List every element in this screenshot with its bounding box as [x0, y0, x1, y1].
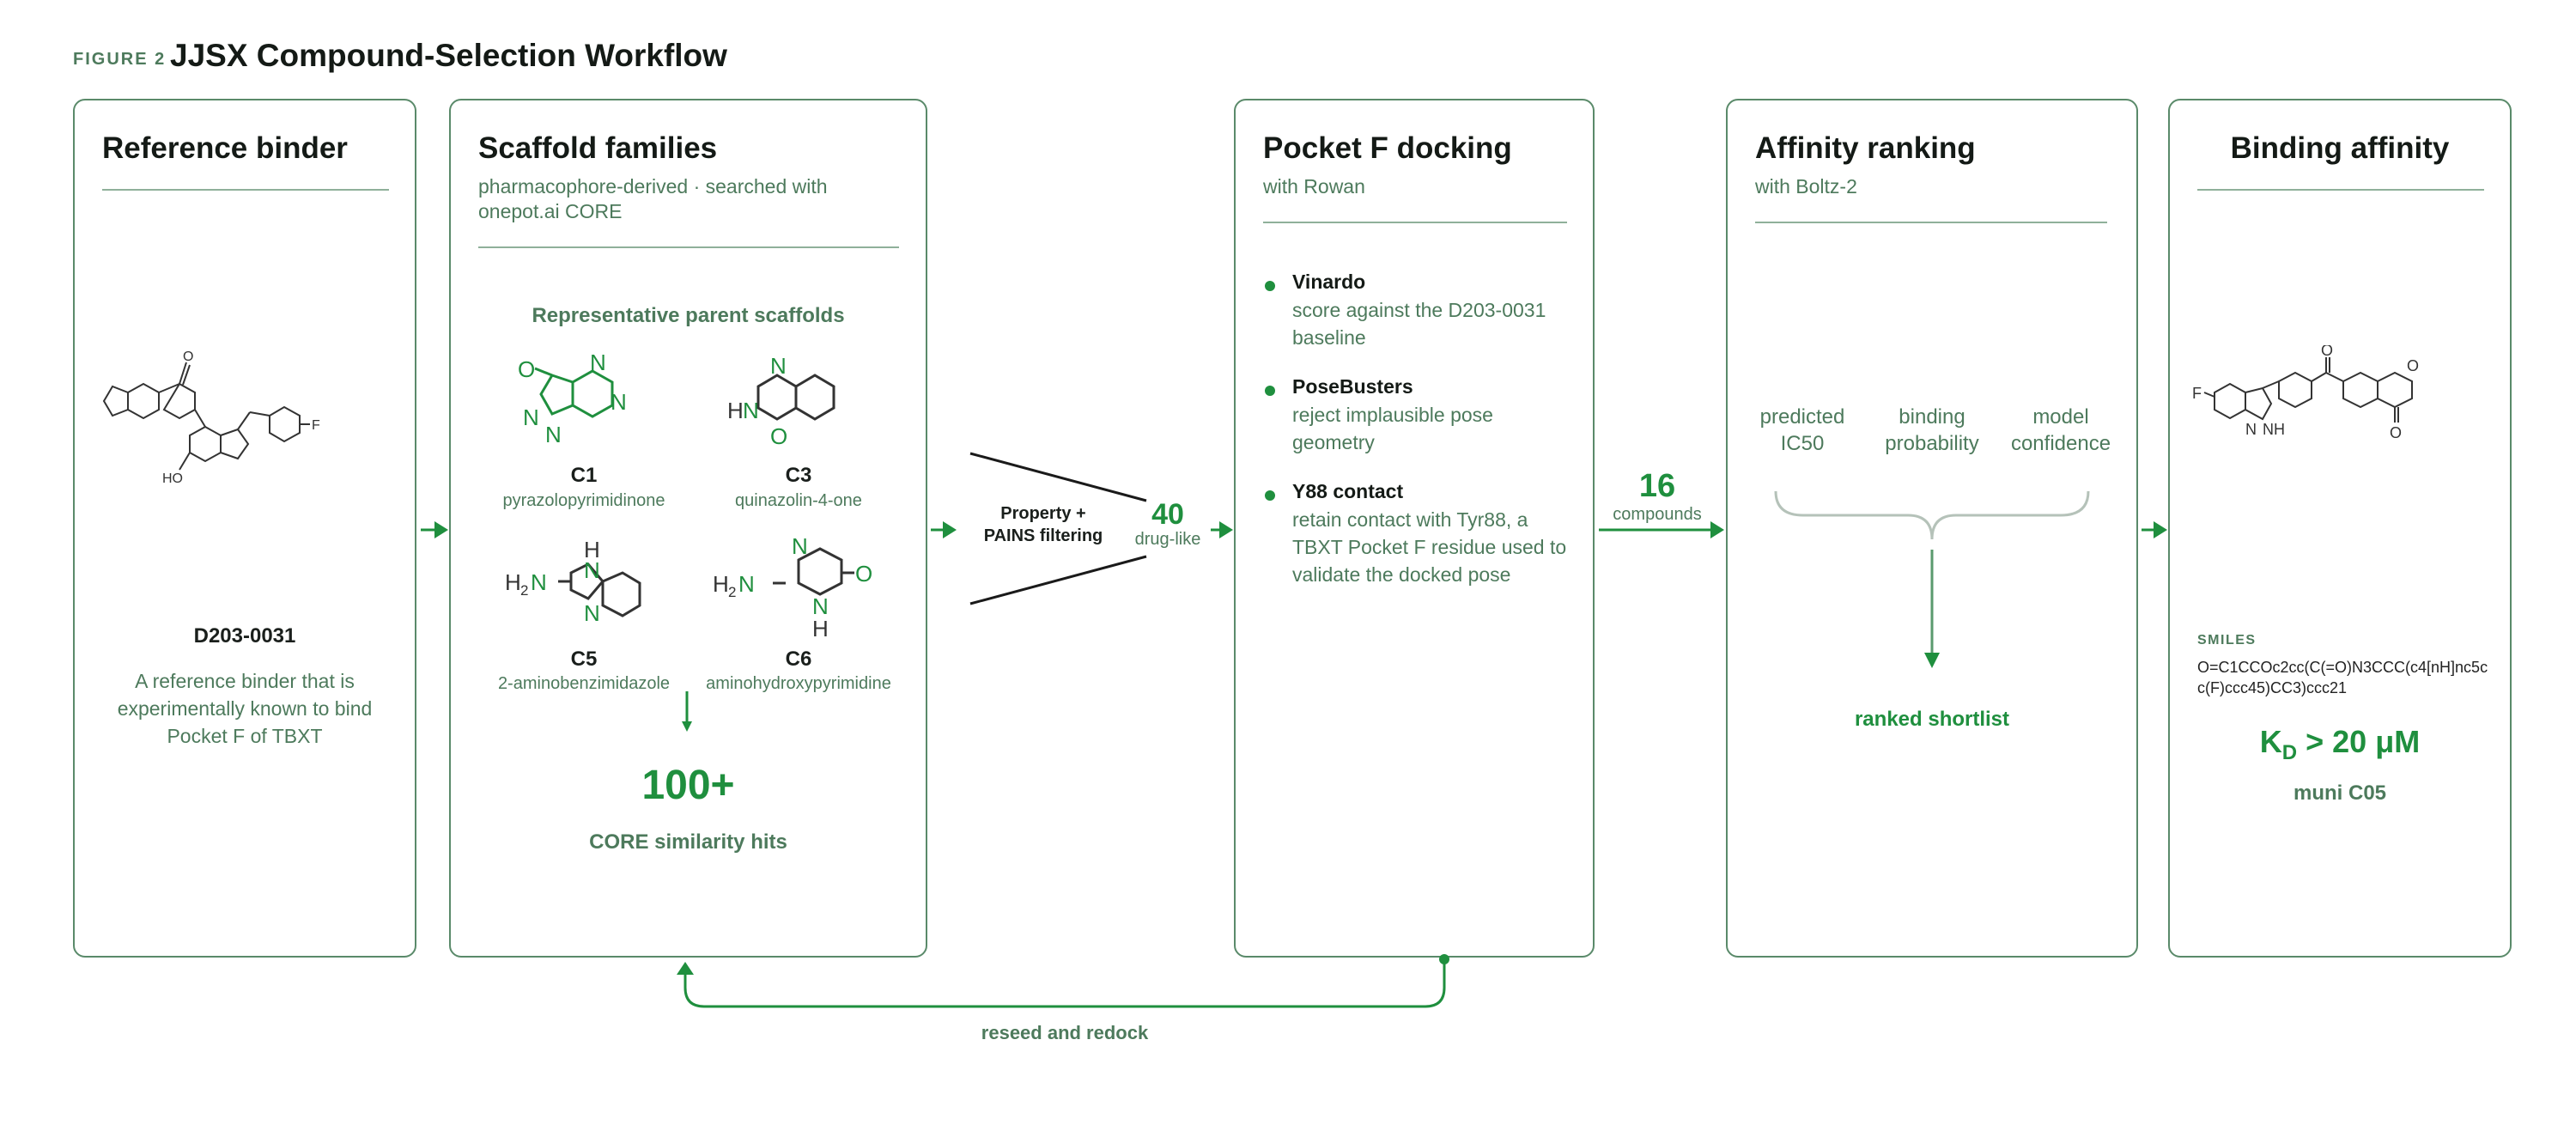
panel-title: Pocket F docking	[1263, 131, 1512, 165]
scaffolds-section-label: Representative parent scaffolds	[532, 304, 845, 327]
hydroxyl-label: HO	[162, 471, 183, 486]
kd-value: KD > 20 μM	[2170, 724, 2510, 765]
svg-text:N: N	[545, 422, 562, 447]
svg-text:N: N	[812, 593, 829, 619]
fluorine-label: F	[312, 418, 320, 433]
step-desc: retain contact with Tyr88, a TBXT Pocket…	[1292, 508, 1567, 586]
o-carbonyl-label: O	[2321, 345, 2333, 359]
scaffold-c6-structure: N N H O H 2 N	[713, 533, 872, 642]
hits-label: CORE similarity hits	[589, 830, 787, 854]
step-title: PoseBusters	[1292, 375, 1413, 398]
svg-text:H: H	[584, 538, 600, 562]
figure-title: JJSX Compound-Selection Workflow	[170, 38, 727, 73]
step-bullet	[1265, 281, 1275, 291]
svg-text:N: N	[584, 557, 600, 583]
filter-count-label: drug-like	[1134, 530, 1201, 549]
step-title: Vinardo	[1292, 271, 1366, 293]
divider	[478, 246, 899, 248]
scaffold-c5-name: 2-aminobenzimidazole	[497, 674, 671, 693]
divider	[102, 189, 389, 191]
panel-subtitle: with Rowan	[1263, 175, 1365, 198]
kd-number: > 20 μM	[2306, 724, 2421, 759]
transfer-count: 16	[1638, 468, 1676, 504]
svg-text:N: N	[590, 350, 606, 375]
svg-text:2: 2	[728, 584, 736, 600]
divider	[2197, 189, 2484, 191]
svg-text:H: H	[812, 616, 829, 642]
ranked-shortlist: ranked shortlist	[1854, 708, 2010, 731]
panel-subtitle: with Boltz-2	[1755, 175, 1857, 198]
panel-title: Scaffold families	[478, 131, 718, 165]
step-bullet	[1265, 490, 1275, 501]
metric-predicted-ic50: predicted IC50	[1759, 405, 1845, 455]
reference-binder-molecule: HO F O	[102, 350, 320, 486]
f-label: F	[2192, 385, 2202, 402]
divider	[1755, 222, 2107, 223]
panel-pocket-f-docking: Pocket F docking with Rowan Vinardo scor…	[1234, 99, 1595, 958]
nh-label: NH	[2263, 421, 2285, 438]
filter-label: Property + PAINS filtering	[983, 504, 1103, 545]
svg-text:N: N	[738, 571, 755, 597]
smiles-label: SMILES	[2197, 633, 2257, 648]
step-bullet	[1265, 386, 1275, 396]
compound-name: muni C05	[2293, 781, 2387, 805]
svg-text:N: N	[584, 600, 600, 626]
svg-text:N: N	[792, 533, 808, 559]
panel-binding-affinity: Binding affinity F N NH O O O SMILES O=C…	[2168, 99, 2512, 958]
panel-scaffold-families: Scaffold families pharmacophore-derived …	[449, 99, 927, 958]
svg-text:O: O	[770, 423, 787, 449]
svg-text:O: O	[518, 356, 535, 382]
compound-description: A reference binder that is experimentall…	[117, 670, 373, 747]
metric-binding-probability: binding probability	[1885, 405, 1979, 455]
svg-text:H: H	[727, 398, 744, 423]
metric-model-confidence: model confidence	[2010, 405, 2111, 455]
figure-label: FIGURE 2	[73, 50, 167, 69]
transfer-label: compounds	[1613, 505, 1702, 524]
panel-affinity-ranking: Affinity ranking with Boltz-2 predicted …	[1726, 99, 2138, 958]
scaffold-c3-name: quinazolin-4-one	[735, 491, 862, 510]
step-desc: reject implausible pose geometry	[1292, 404, 1493, 453]
panel-title: Reference binder	[102, 131, 348, 165]
panel-title: Binding affinity	[2230, 131, 2450, 165]
scaffold-c6-id: C6	[785, 648, 812, 671]
svg-text:N: N	[611, 389, 627, 415]
o-ether-label: O	[2407, 357, 2419, 374]
scaffold-c1-id: C1	[570, 464, 598, 487]
kd-symbol: K	[2259, 724, 2282, 759]
svg-text:O: O	[855, 561, 872, 587]
step-desc: score against the D203-0031 baseline	[1292, 299, 1546, 349]
svg-text:H: H	[713, 571, 729, 597]
smiles-value: O=C1CCOc2cc(C(=O)N3CCC(c4[nH]nc5cc(F)ccc…	[2197, 659, 2488, 696]
muni-c05-molecule: F N NH O O O	[2192, 345, 2419, 441]
svg-text:N: N	[743, 398, 759, 423]
svg-text:N: N	[770, 353, 787, 379]
scaffold-c6-name: aminohydroxypyrimidine	[706, 674, 891, 693]
svg-text:2: 2	[520, 582, 528, 599]
scaffold-c1-name: pyrazolopyrimidinone	[502, 491, 665, 510]
divider	[1263, 222, 1567, 223]
scaffold-c3-id: C3	[785, 464, 812, 487]
panel-subtitle: pharmacophore-derived · searched with on…	[478, 175, 828, 222]
panel-reference-binder: Reference binder HO F O D203-0031 A refe…	[73, 99, 416, 958]
scaffold-c5-id: C5	[570, 648, 598, 671]
loop-label: reseed and redock	[981, 1022, 1149, 1043]
hits-count: 100+	[641, 763, 735, 808]
kd-subscript: D	[2281, 741, 2298, 765]
panel-title: Affinity ranking	[1755, 131, 1976, 165]
svg-text:H: H	[505, 569, 521, 595]
compound-id: D203-0031	[193, 624, 296, 648]
scaffold-c3-structure: N H N O	[727, 353, 835, 449]
step-title: Y88 contact	[1292, 480, 1404, 502]
scaffold-c5-structure: H N N H 2 N	[505, 538, 641, 626]
filter-count: 40	[1151, 498, 1184, 531]
carbonyl-label: O	[183, 350, 193, 364]
svg-text:N: N	[531, 569, 547, 595]
scaffold-c1-structure: N N O N N	[518, 350, 627, 447]
o-ketone-label: O	[2390, 424, 2402, 441]
svg-text:N: N	[523, 404, 539, 430]
n-label: N	[2245, 421, 2257, 438]
